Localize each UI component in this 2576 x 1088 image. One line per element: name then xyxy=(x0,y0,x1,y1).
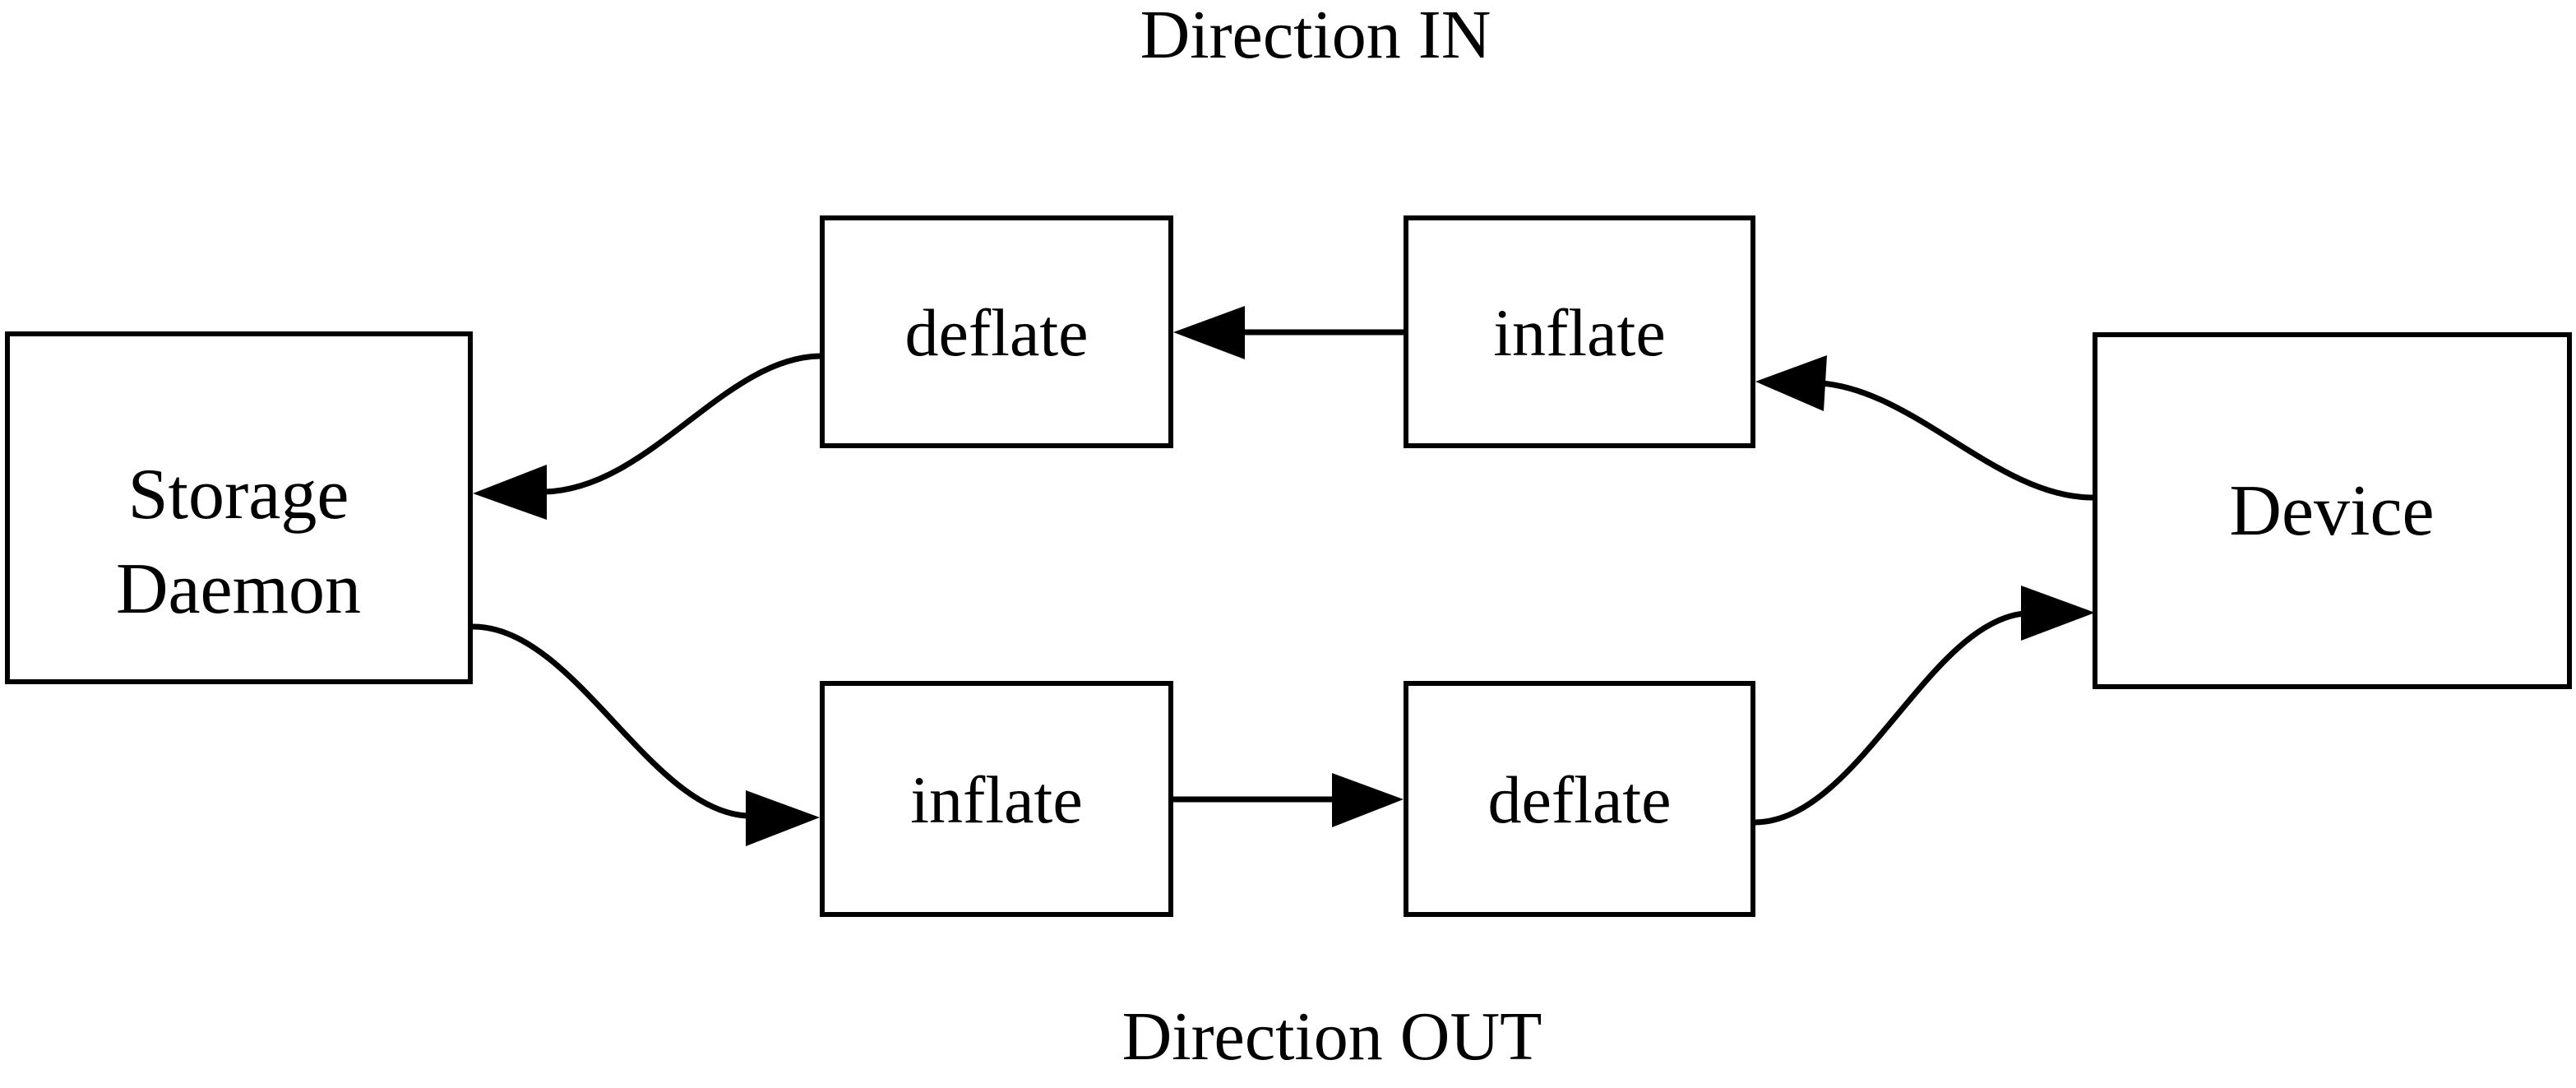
edge-inflate-bottom-to-deflate-bottom xyxy=(1173,773,1404,827)
deflate-bottom-label: deflate xyxy=(1487,762,1671,837)
edge-deflate-top-to-storage-daemon-line xyxy=(543,353,821,495)
arrowhead-left-inflate-top-to-deflate-top xyxy=(1173,306,1245,359)
node-inflate-bottom[interactable]: inflate xyxy=(820,681,1173,917)
arrowhead-left-device-to-inflate-top xyxy=(1755,355,1827,411)
direction-in-caption: Direction IN xyxy=(1140,0,1491,73)
device-label: Device xyxy=(2229,471,2434,551)
node-inflate-top[interactable]: inflate xyxy=(1404,215,1755,448)
deflate-bottom-box[interactable] xyxy=(1404,681,1755,917)
node-device[interactable]: Device xyxy=(2093,332,2572,689)
inflate-bottom-label: inflate xyxy=(910,762,1082,837)
node-deflate-top[interactable]: deflate xyxy=(820,215,1173,448)
arrowhead-right-inflate-bottom-to-deflate-bottom xyxy=(1332,773,1404,827)
node-deflate-bottom[interactable]: deflate xyxy=(1404,681,1755,917)
edge-deflate-bottom-to-device xyxy=(1755,586,2095,826)
device-box[interactable] xyxy=(2093,332,2572,689)
storage-daemon-label-line1: Storage xyxy=(128,455,349,535)
edge-inflate-top-to-deflate-top xyxy=(1173,306,1404,359)
storage-daemon-box[interactable] xyxy=(5,331,473,684)
inflate-bottom-box[interactable] xyxy=(820,681,1173,917)
edge-device-to-inflate-top xyxy=(1755,355,2093,501)
arrowhead-left-deflate-top-to-storage-daemon xyxy=(473,465,547,520)
inflate-top-label: inflate xyxy=(1493,295,1665,370)
edge-deflate-top-to-storage-daemon xyxy=(473,353,821,520)
deflate-top-box[interactable] xyxy=(820,215,1173,448)
arrowhead-right-storage-daemon-to-inflate-bottom xyxy=(746,790,820,846)
edge-storage-daemon-to-inflate-bottom-line xyxy=(472,623,749,819)
arrowhead-right-deflate-bottom-to-device xyxy=(2021,586,2095,641)
inflate-top-box[interactable] xyxy=(1404,215,1755,448)
storage-daemon-label-line2: Daemon xyxy=(116,549,361,629)
node-storage-daemon[interactable]: Storage Daemon xyxy=(5,331,473,684)
edge-device-to-inflate-top-line xyxy=(1820,380,2093,501)
edge-storage-daemon-to-inflate-bottom xyxy=(472,623,820,846)
direction-out-caption: Direction OUT xyxy=(1122,998,1542,1075)
edge-deflate-bottom-to-device-line xyxy=(1755,610,2025,826)
deflate-top-label: deflate xyxy=(904,295,1088,370)
